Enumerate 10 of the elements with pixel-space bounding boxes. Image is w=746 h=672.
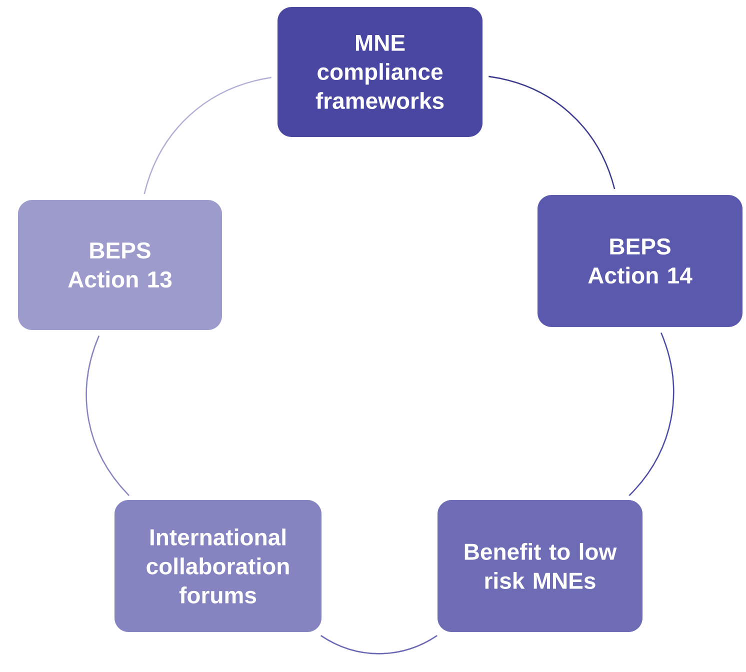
connector-arc	[86, 335, 130, 496]
process-box: Benefit to low risk MNEs	[438, 500, 642, 632]
connector-arc	[488, 76, 616, 190]
connector-arc	[320, 635, 438, 654]
connector-arc	[144, 76, 272, 194]
process-box: MNE compliance frameworks	[278, 7, 482, 137]
process-box: BEPS Action 13	[18, 200, 222, 330]
connector-arc	[628, 332, 674, 496]
process-box: International collaboration forums	[114, 500, 322, 632]
process-box: BEPS Action 14	[538, 195, 742, 327]
